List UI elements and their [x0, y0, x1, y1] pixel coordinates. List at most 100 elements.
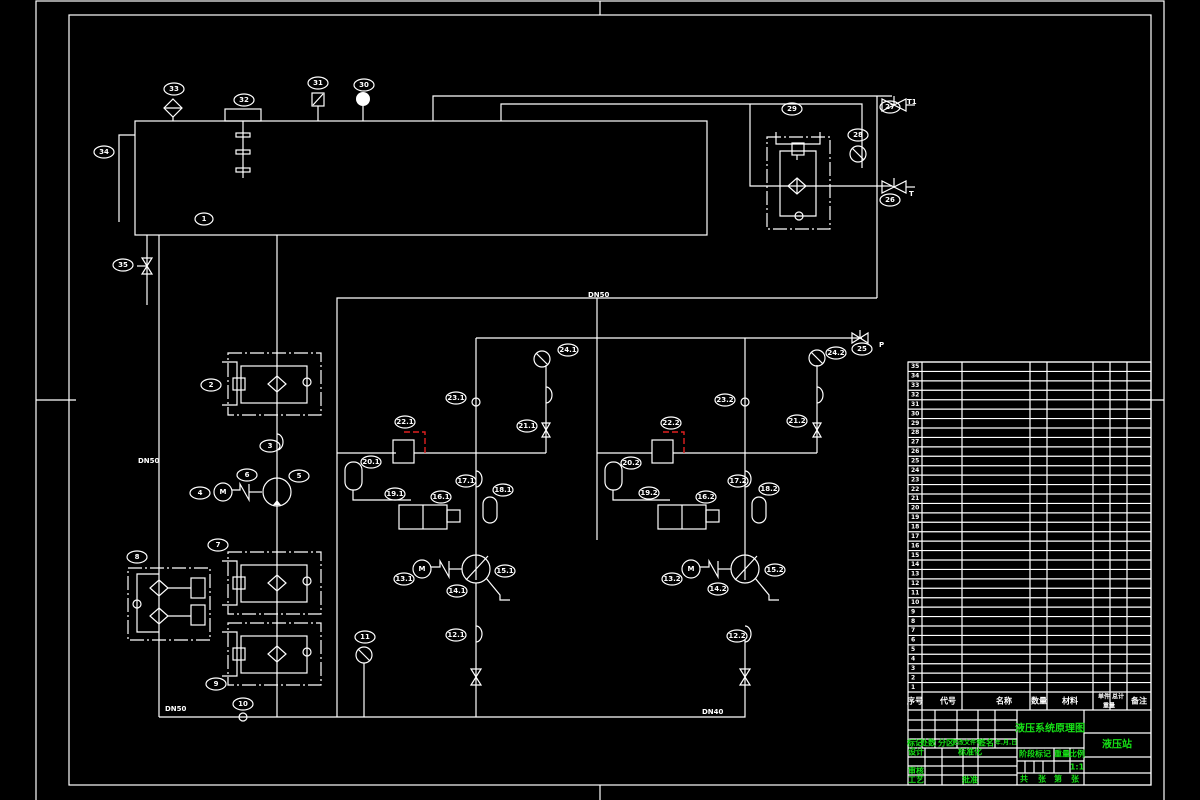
label-21-2: 21.2 [788, 417, 805, 425]
pipe-label-dn50-header: DN50 [588, 291, 610, 299]
label-24-1: 24.1 [559, 346, 576, 354]
parts-row-number: 8 [911, 618, 915, 625]
motor-label-1: M [419, 565, 426, 573]
header-total-weight: 总计 [1112, 693, 1124, 701]
parts-row-number: 27 [911, 439, 919, 446]
label-10: 10 [238, 700, 248, 708]
parts-row-number: 20 [911, 505, 919, 512]
parts-row-number: 10 [911, 599, 919, 606]
parts-row-number: 35 [911, 363, 919, 370]
label-26: 26 [885, 196, 895, 204]
port-label-t1: T1 [907, 98, 917, 106]
pressure-gauge-11 [355, 646, 373, 717]
air-breather-33 [163, 98, 183, 121]
label-4: 4 [198, 489, 203, 497]
label-16-1: 16.1 [432, 493, 449, 501]
label-9: 9 [214, 680, 219, 688]
tb-count: 处数 [919, 738, 937, 748]
tb-sheet-unit: 张 [1071, 775, 1080, 784]
tb-date: 年.月.日 [995, 739, 1018, 747]
motor-label-main: M [220, 488, 227, 496]
tb-approve: 批准 [962, 775, 978, 785]
header-qty: 数量 [1031, 696, 1047, 706]
filter-group-7 [222, 551, 322, 615]
parts-row-number: 28 [911, 429, 919, 436]
parts-row-number: 26 [911, 448, 919, 455]
tb-process: 工艺 [908, 775, 924, 785]
label-12-1: 12.1 [447, 631, 464, 639]
parts-list-header: 序号 代号 名称 数量 材料 单件 总计 重量 备注 [907, 693, 1147, 710]
ball-valve-35 [137, 257, 154, 275]
label-13-1: 13.1 [395, 575, 412, 583]
label-7: 7 [216, 541, 221, 549]
return-line-t [749, 104, 892, 187]
tb-review: 审核 [908, 766, 924, 776]
parts-row-number: 34 [911, 373, 919, 380]
label-21-1: 21.1 [518, 422, 535, 430]
label-20-2: 20.2 [622, 459, 639, 467]
parts-row-number: 30 [911, 410, 919, 417]
cooler-group-8 [127, 567, 211, 641]
filter-group-9 [222, 622, 322, 686]
parts-row-number: 31 [911, 401, 919, 408]
branch-2 [597, 338, 826, 686]
temperature-switch-31 [311, 92, 325, 121]
parts-row-number: 11 [911, 590, 919, 597]
label-28: 28 [853, 131, 863, 139]
pipe-label-dn50-bottom: DN50 [165, 705, 187, 713]
label-32: 32 [239, 96, 249, 104]
main-pump-unit [213, 477, 292, 507]
parts-row-number: 12 [911, 580, 919, 587]
parts-row-number: 13 [911, 571, 919, 578]
label-17-2: 17.2 [729, 477, 746, 485]
parts-row-number: 16 [911, 542, 919, 549]
label-34: 34 [99, 148, 109, 156]
label-22-1: 22.1 [396, 418, 413, 426]
header-no: 序号 [907, 696, 923, 706]
parts-row-number: 6 [911, 637, 915, 644]
tb-scale-value: 1:1 [1070, 763, 1085, 772]
parts-row-number: 17 [911, 533, 919, 540]
branch-1 [337, 338, 553, 717]
label-15-1: 15.1 [496, 567, 513, 575]
parts-row-number: 25 [911, 458, 919, 465]
parts-row-number: 23 [911, 476, 919, 483]
label-27: 27 [885, 103, 895, 111]
parts-row-number: 2 [911, 674, 915, 681]
motor-label-2: M [688, 565, 695, 573]
label-8: 8 [135, 553, 140, 561]
label-14-1: 14.1 [448, 587, 465, 595]
parts-row-number: 4 [911, 656, 915, 663]
parts-row-number: 18 [911, 524, 919, 531]
tb-mark: 标记 [906, 738, 923, 748]
return-line-top [500, 103, 863, 168]
parts-row-number: 7 [911, 627, 915, 634]
check-valve-10 [238, 712, 248, 722]
title-block [908, 709, 1151, 785]
label-23-2: 23.2 [716, 396, 733, 404]
label-13-2: 13.2 [663, 575, 680, 583]
return-filter-group-29 [766, 132, 831, 230]
label-22-2: 22.2 [662, 419, 679, 427]
ball-valve-25 [851, 330, 869, 345]
drawing-title: 液压系统原理图 [1015, 722, 1085, 735]
bottom-return-line [159, 640, 746, 718]
parts-row-number: 3 [911, 665, 915, 672]
parts-row-number: 9 [911, 608, 915, 615]
label-33: 33 [169, 85, 179, 93]
heater-30 [356, 92, 370, 121]
tb-change-doc: 更改文件号 [952, 739, 982, 747]
parts-row-number: 1 [911, 684, 915, 691]
header-material: 材料 [1062, 696, 1078, 706]
label-18-2: 18.2 [760, 485, 777, 493]
tb-weight: 重量 [1054, 749, 1070, 759]
header-code: 代号 [939, 696, 956, 706]
pressure-header-loop [336, 297, 877, 717]
label-16-2: 16.2 [697, 493, 714, 501]
label-15-2: 15.2 [766, 566, 783, 574]
cooler-group-2 [222, 352, 322, 416]
parts-row-number: 15 [911, 552, 919, 559]
return-line-t1 [432, 95, 892, 121]
label-24-2: 24.2 [827, 349, 844, 357]
